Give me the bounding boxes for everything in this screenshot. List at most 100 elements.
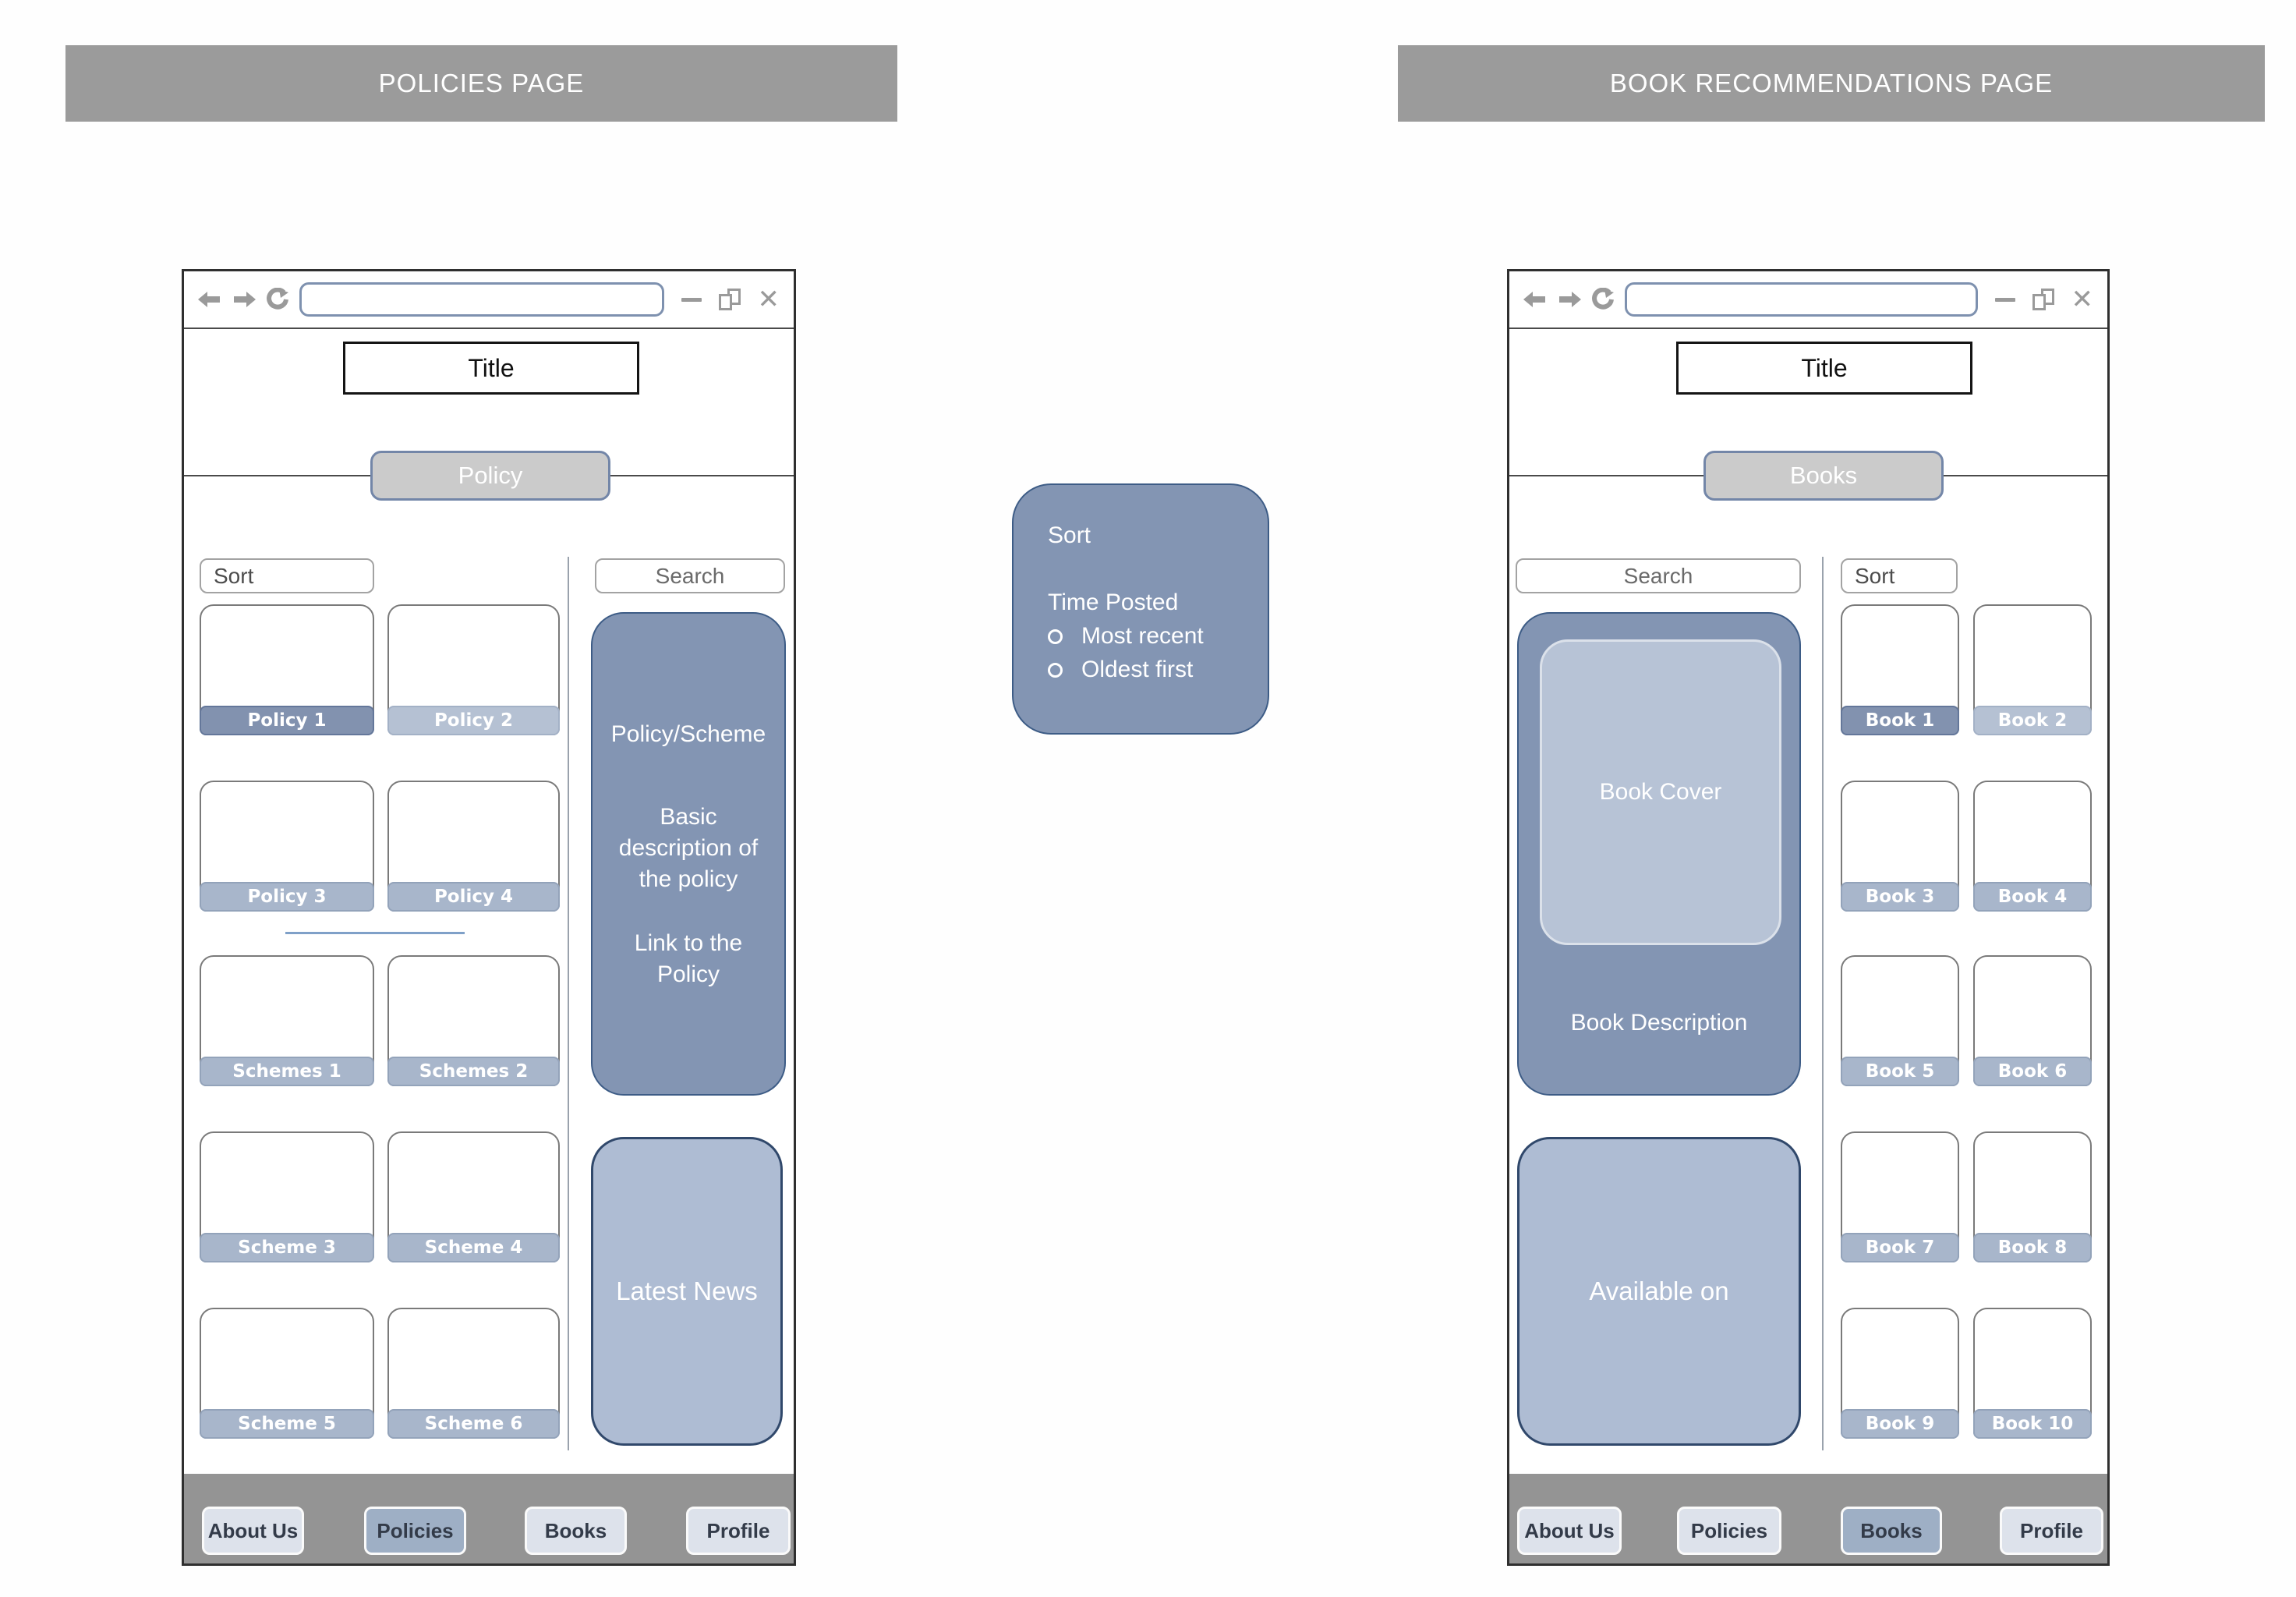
nav-button-label: Books (544, 1518, 607, 1542)
url-bar[interactable] (299, 282, 664, 317)
scheme-card[interactable]: Scheme 3 (200, 1131, 374, 1262)
browser-nav-icons (198, 288, 288, 311)
tab-books-button[interactable]: Books (1703, 451, 1944, 501)
refresh-icon[interactable] (1592, 288, 1614, 311)
book-card[interactable]: Book 3 (1841, 781, 1959, 912)
nav-button-books[interactable]: Books (525, 1507, 627, 1555)
policies-window: ✕ Title Policy Sort Search Policy 1 Poli… (182, 269, 796, 1566)
radio-option-label: Most recent (1081, 623, 1204, 649)
book-card[interactable]: Book 6 (1973, 955, 2092, 1086)
radio-option-oldest-first[interactable]: Oldest first (1048, 657, 1233, 683)
policy-detail-panel: Policy/Scheme Basic description of the p… (591, 612, 786, 1096)
page-header-books: BOOK RECOMMENDATIONS PAGE (1398, 45, 2265, 122)
minimize-icon[interactable] (1994, 297, 2015, 302)
available-on-label: Available on (1589, 1277, 1729, 1305)
policy-card[interactable]: Policy 3 (200, 781, 374, 912)
book-card[interactable]: Book 1 (1841, 604, 1959, 735)
scheme-card[interactable]: Schemes 2 (387, 955, 560, 1086)
nav-button-policies[interactable]: Policies (364, 1507, 466, 1555)
card-label: Schemes 1 (200, 1057, 374, 1086)
nav-button-about[interactable]: About Us (202, 1507, 304, 1555)
card-label: Book 2 (1973, 706, 2092, 735)
search-input[interactable]: Search (595, 558, 785, 593)
title-label: Title (1801, 353, 1848, 382)
browser-toolbar: ✕ (1509, 271, 2107, 329)
minimize-icon[interactable] (681, 297, 702, 302)
book-card[interactable]: Book 8 (1973, 1131, 2092, 1262)
forward-icon[interactable] (1558, 290, 1581, 309)
detail-policy-link[interactable]: Link to the Policy (634, 930, 743, 987)
tab-policy-button[interactable]: Policy (370, 451, 610, 501)
restore-icon[interactable] (2032, 289, 2054, 310)
restore-icon[interactable] (718, 289, 741, 310)
nav-button-policies[interactable]: Policies (1677, 1507, 1781, 1555)
card-label: Book 5 (1841, 1057, 1959, 1086)
book-description: Book Description (1519, 1010, 1799, 1036)
radio-option-label: Oldest first (1081, 657, 1194, 682)
card-label: Book 3 (1841, 882, 1959, 912)
card-label: Scheme 5 (200, 1409, 374, 1439)
book-card[interactable]: Book 4 (1973, 781, 2092, 912)
search-input[interactable]: Search (1516, 558, 1801, 593)
scheme-card[interactable]: Scheme 5 (200, 1308, 374, 1439)
book-description-label: Book Description (1570, 1010, 1748, 1036)
search-input-text: Search (1623, 563, 1693, 588)
url-bar[interactable] (1625, 282, 1978, 317)
card-label: Book 4 (1973, 882, 2092, 912)
radio-option-most-recent[interactable]: Most recent (1048, 623, 1233, 650)
close-icon[interactable]: ✕ (757, 284, 780, 315)
scheme-card[interactable]: Scheme 4 (387, 1131, 560, 1262)
book-card[interactable]: Book 10 (1973, 1308, 2092, 1439)
book-card[interactable]: Book 9 (1841, 1308, 1959, 1439)
book-card[interactable]: Book 5 (1841, 955, 1959, 1086)
nav-button-label: Policies (1690, 1518, 1768, 1542)
radio-icon (1048, 629, 1063, 644)
available-on-panel: Available on (1517, 1137, 1801, 1446)
book-card[interactable]: Book 2 (1973, 604, 2092, 735)
card-label: Book 6 (1973, 1057, 2092, 1086)
card-label: Book 7 (1841, 1233, 1959, 1262)
policy-card[interactable]: Policy 1 (200, 604, 374, 735)
sort-input[interactable]: Sort (1841, 558, 1958, 593)
scheme-card[interactable]: Scheme 6 (387, 1308, 560, 1439)
page-header-label: BOOK RECOMMENDATIONS PAGE (1609, 69, 2054, 97)
title-box: Title (343, 342, 639, 395)
content-divider (1822, 557, 1824, 1450)
latest-news-panel: Latest News (591, 1137, 783, 1446)
tab-label: Policy (458, 462, 523, 489)
forward-icon[interactable] (232, 290, 256, 309)
nav-button-label: Profile (706, 1518, 770, 1542)
card-label: Policy 1 (200, 706, 374, 735)
title-box: Title (1676, 342, 1972, 395)
card-label: Scheme 6 (387, 1409, 560, 1439)
nav-button-profile[interactable]: Profile (2000, 1507, 2103, 1555)
page-header-policies: POLICIES PAGE (65, 45, 897, 122)
back-icon[interactable] (198, 290, 221, 309)
book-card[interactable]: Book 7 (1841, 1131, 1959, 1262)
nav-button-label: About Us (1524, 1518, 1615, 1542)
refresh-icon[interactable] (267, 288, 288, 311)
card-label: Book 1 (1841, 706, 1959, 735)
detail-description: Basic description of the policy (618, 804, 759, 892)
back-icon[interactable] (1523, 290, 1547, 309)
window-controls: ✕ (1994, 284, 2094, 315)
book-cover-label: Book Cover (1599, 779, 1722, 805)
sort-input-text: Sort (1855, 563, 1895, 588)
page-header-label: POLICIES PAGE (378, 69, 585, 97)
close-icon[interactable]: ✕ (2071, 284, 2094, 315)
card-label: Book 8 (1973, 1233, 2092, 1262)
nav-button-profile[interactable]: Profile (686, 1507, 791, 1555)
nav-button-about[interactable]: About Us (1517, 1507, 1622, 1555)
sort-input[interactable]: Sort (200, 558, 374, 593)
tab-label: Books (1789, 462, 1858, 489)
list-section-divider (285, 932, 465, 934)
scheme-card[interactable]: Schemes 1 (200, 955, 374, 1086)
nav-button-books[interactable]: Books (1841, 1507, 1942, 1555)
card-label: Scheme 3 (200, 1233, 374, 1262)
nav-button-label: Policies (377, 1518, 454, 1542)
policy-card[interactable]: Policy 4 (387, 781, 560, 912)
policy-card[interactable]: Policy 2 (387, 604, 560, 735)
card-label: Scheme 4 (387, 1233, 560, 1262)
latest-news-label: Latest News (616, 1277, 758, 1305)
